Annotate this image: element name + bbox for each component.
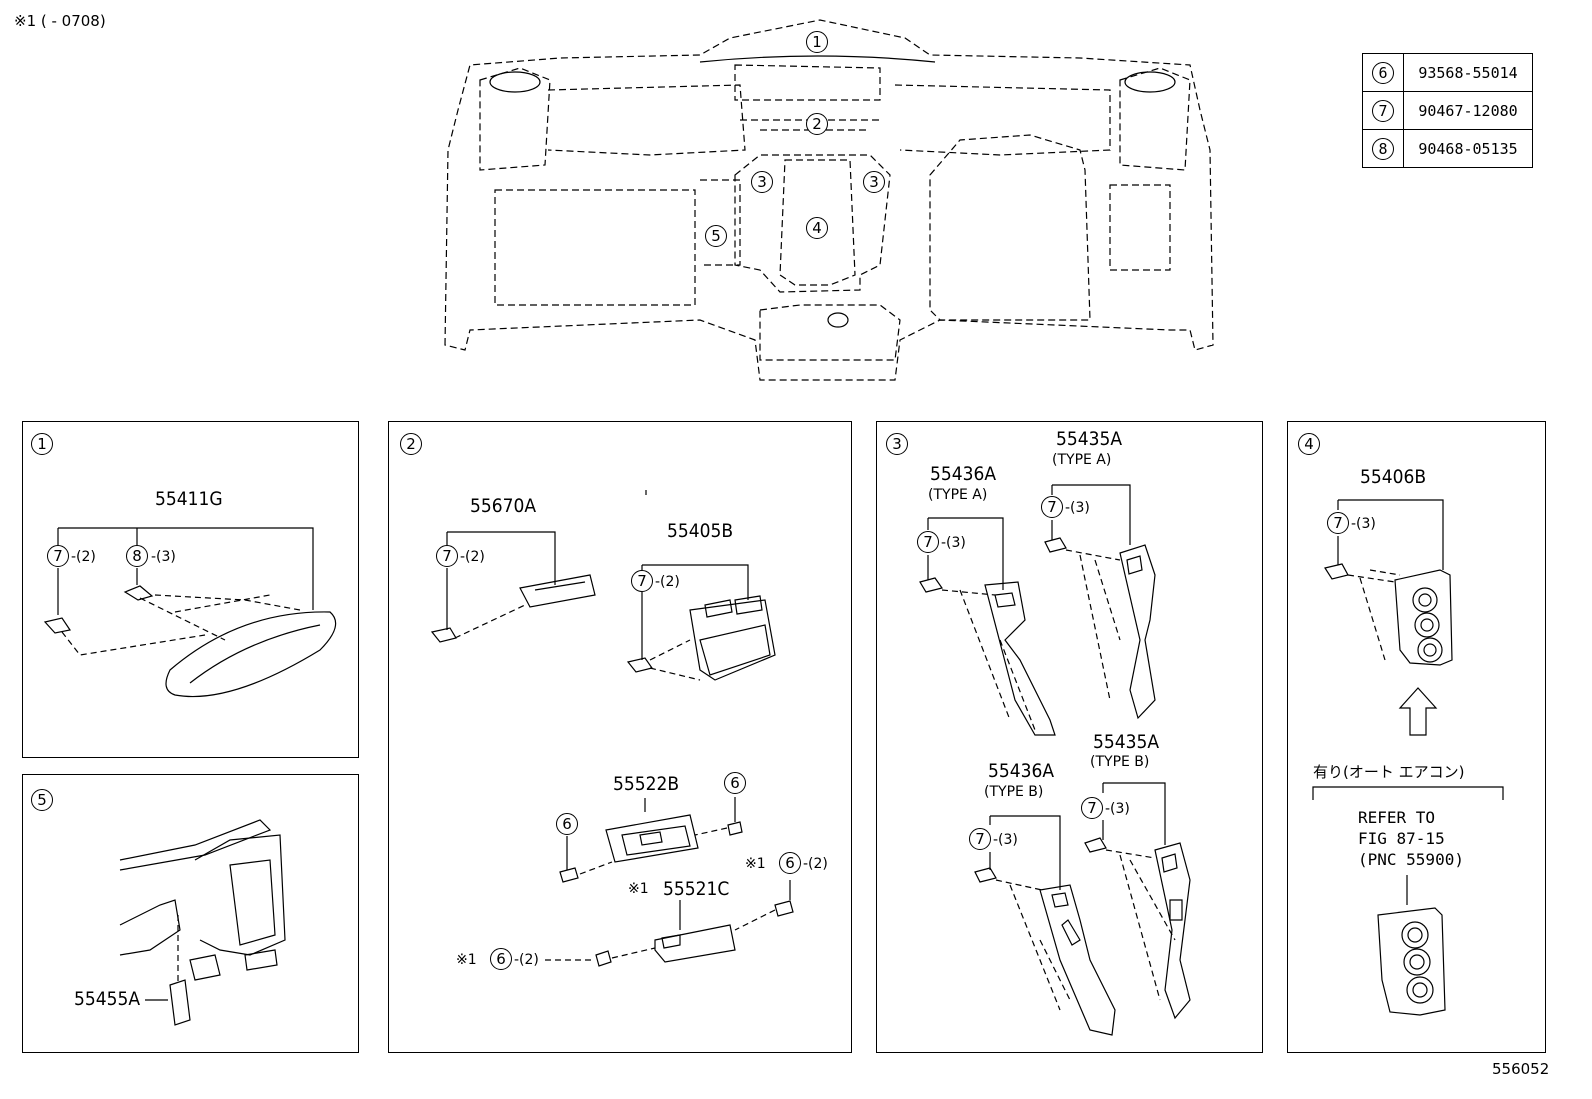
panel1-number: 1	[31, 433, 53, 455]
panel2-part-label-4: 55521C	[663, 878, 730, 900]
panel-5	[22, 774, 359, 1053]
panel2-qty-7a: -(2)	[460, 549, 485, 565]
panel3-qty-c: -(3)	[993, 832, 1018, 848]
panel2-qty-6-left: -(2)	[514, 952, 539, 968]
panel3-part-label-d: 55435A	[1093, 731, 1160, 753]
panel2-note-mark-left: ※1	[456, 952, 477, 968]
table-part-number: 90468-05135	[1403, 129, 1533, 168]
panel1-fastener-7: 7	[47, 545, 69, 567]
panel3-fastener-d: 7	[1081, 797, 1103, 819]
panel4-qty-7: -(3)	[1351, 516, 1376, 532]
panel1-qty-8: -(3)	[151, 549, 176, 565]
panel5-drawing	[119, 819, 286, 1026]
panel-3	[876, 421, 1263, 1053]
panel5-part-label: 55455A	[74, 988, 141, 1010]
dashboard-overview-drawing	[444, 19, 1214, 381]
panel1-fastener-8: 8	[126, 545, 148, 567]
overview-callout-5: 5	[705, 225, 727, 247]
panel3-fastener-a: 7	[917, 531, 939, 553]
panel3-qty-a: -(3)	[941, 535, 966, 551]
panel-2	[388, 421, 852, 1053]
panel3-type-b: (TYPE A)	[1052, 452, 1112, 468]
panel2-part-label-3: 55522B	[613, 773, 680, 795]
panel-4	[1287, 421, 1546, 1053]
panel4-refer-line-3: (PNC 55900)	[1358, 850, 1464, 869]
table-ref-circle: 8	[1372, 137, 1394, 160]
panel4-condition-label: 有り(オート エアコン)	[1313, 763, 1465, 781]
panel3-part-label-a: 55436A	[930, 463, 997, 485]
table-ref-circle: 7	[1372, 99, 1394, 122]
overview-callout-2: 2	[806, 113, 828, 135]
panel5-number: 5	[31, 789, 53, 811]
panel2-note-mark-part: ※1	[628, 881, 649, 897]
panel2-note-mark-right: ※1	[745, 856, 766, 872]
panel2-qty-7b: -(2)	[655, 574, 680, 590]
overview-callout-4: 4	[806, 217, 828, 239]
panel2-fastener-7b: 7	[631, 570, 653, 592]
panel2-part-label-2: 55405B	[667, 520, 734, 542]
header-note: ※1 ( - 0708)	[14, 12, 106, 30]
part-number-table: 6 93568-55014 7 90467-12080 8 90468-0513…	[1362, 53, 1533, 168]
panel3-qty-b: -(3)	[1065, 500, 1090, 516]
panel3-number: 3	[886, 433, 908, 455]
panel2-fastener-6-note-right: 6	[779, 852, 801, 874]
panel3-part-label-b: 55435A	[1056, 428, 1123, 450]
panel2-number: 2	[400, 433, 422, 455]
panel1-drawing	[43, 527, 337, 698]
panel3-fastener-c: 7	[969, 828, 991, 850]
panel4-number: 4	[1298, 433, 1320, 455]
panel2-fastener-6-left: 6	[556, 813, 578, 835]
panel3-qty-d: -(3)	[1105, 801, 1130, 817]
panel2-drawing	[430, 490, 794, 967]
table-ref-circle: 6	[1372, 61, 1394, 84]
panel3-type-d: (TYPE B)	[1090, 754, 1150, 770]
panel4-fastener-7: 7	[1327, 512, 1349, 534]
panel2-fastener-6-note-left: 6	[490, 948, 512, 970]
dashboard-overview-vents	[489, 55, 1176, 328]
overview-callout-3-right: 3	[863, 171, 885, 193]
panel4-drawing	[1312, 499, 1504, 1016]
figure-id: 556052	[1492, 1060, 1550, 1078]
panel1-qty-7: -(2)	[71, 549, 96, 565]
panel4-refer-line-1: REFER TO	[1358, 808, 1436, 827]
table-row: 7 90467-12080	[1362, 91, 1533, 130]
panel3-fastener-b: 7	[1041, 496, 1063, 518]
panel3-part-label-c: 55436A	[988, 760, 1055, 782]
panel-1	[22, 421, 359, 758]
overview-callout-3-left: 3	[751, 171, 773, 193]
panel4-refer-line-2: FIG 87-15	[1358, 829, 1445, 848]
table-row: 8 90468-05135	[1362, 129, 1533, 168]
panel2-fastener-6-right: 6	[724, 772, 746, 794]
table-row: 6 93568-55014	[1362, 53, 1533, 92]
panel3-type-c: (TYPE B)	[984, 784, 1044, 800]
panel2-qty-6-right: -(2)	[803, 856, 828, 872]
table-part-number: 90467-12080	[1403, 91, 1533, 130]
table-part-number: 93568-55014	[1403, 53, 1533, 92]
panel1-part-label: 55411G	[155, 488, 223, 510]
panel3-drawing	[919, 484, 1191, 1036]
panel4-part-label: 55406B	[1360, 466, 1427, 488]
overview-callout-1: 1	[806, 31, 828, 53]
panel2-fastener-7a: 7	[436, 545, 458, 567]
panel2-part-label-1: 55670A	[470, 495, 537, 517]
panel3-type-a: (TYPE A)	[928, 487, 988, 503]
